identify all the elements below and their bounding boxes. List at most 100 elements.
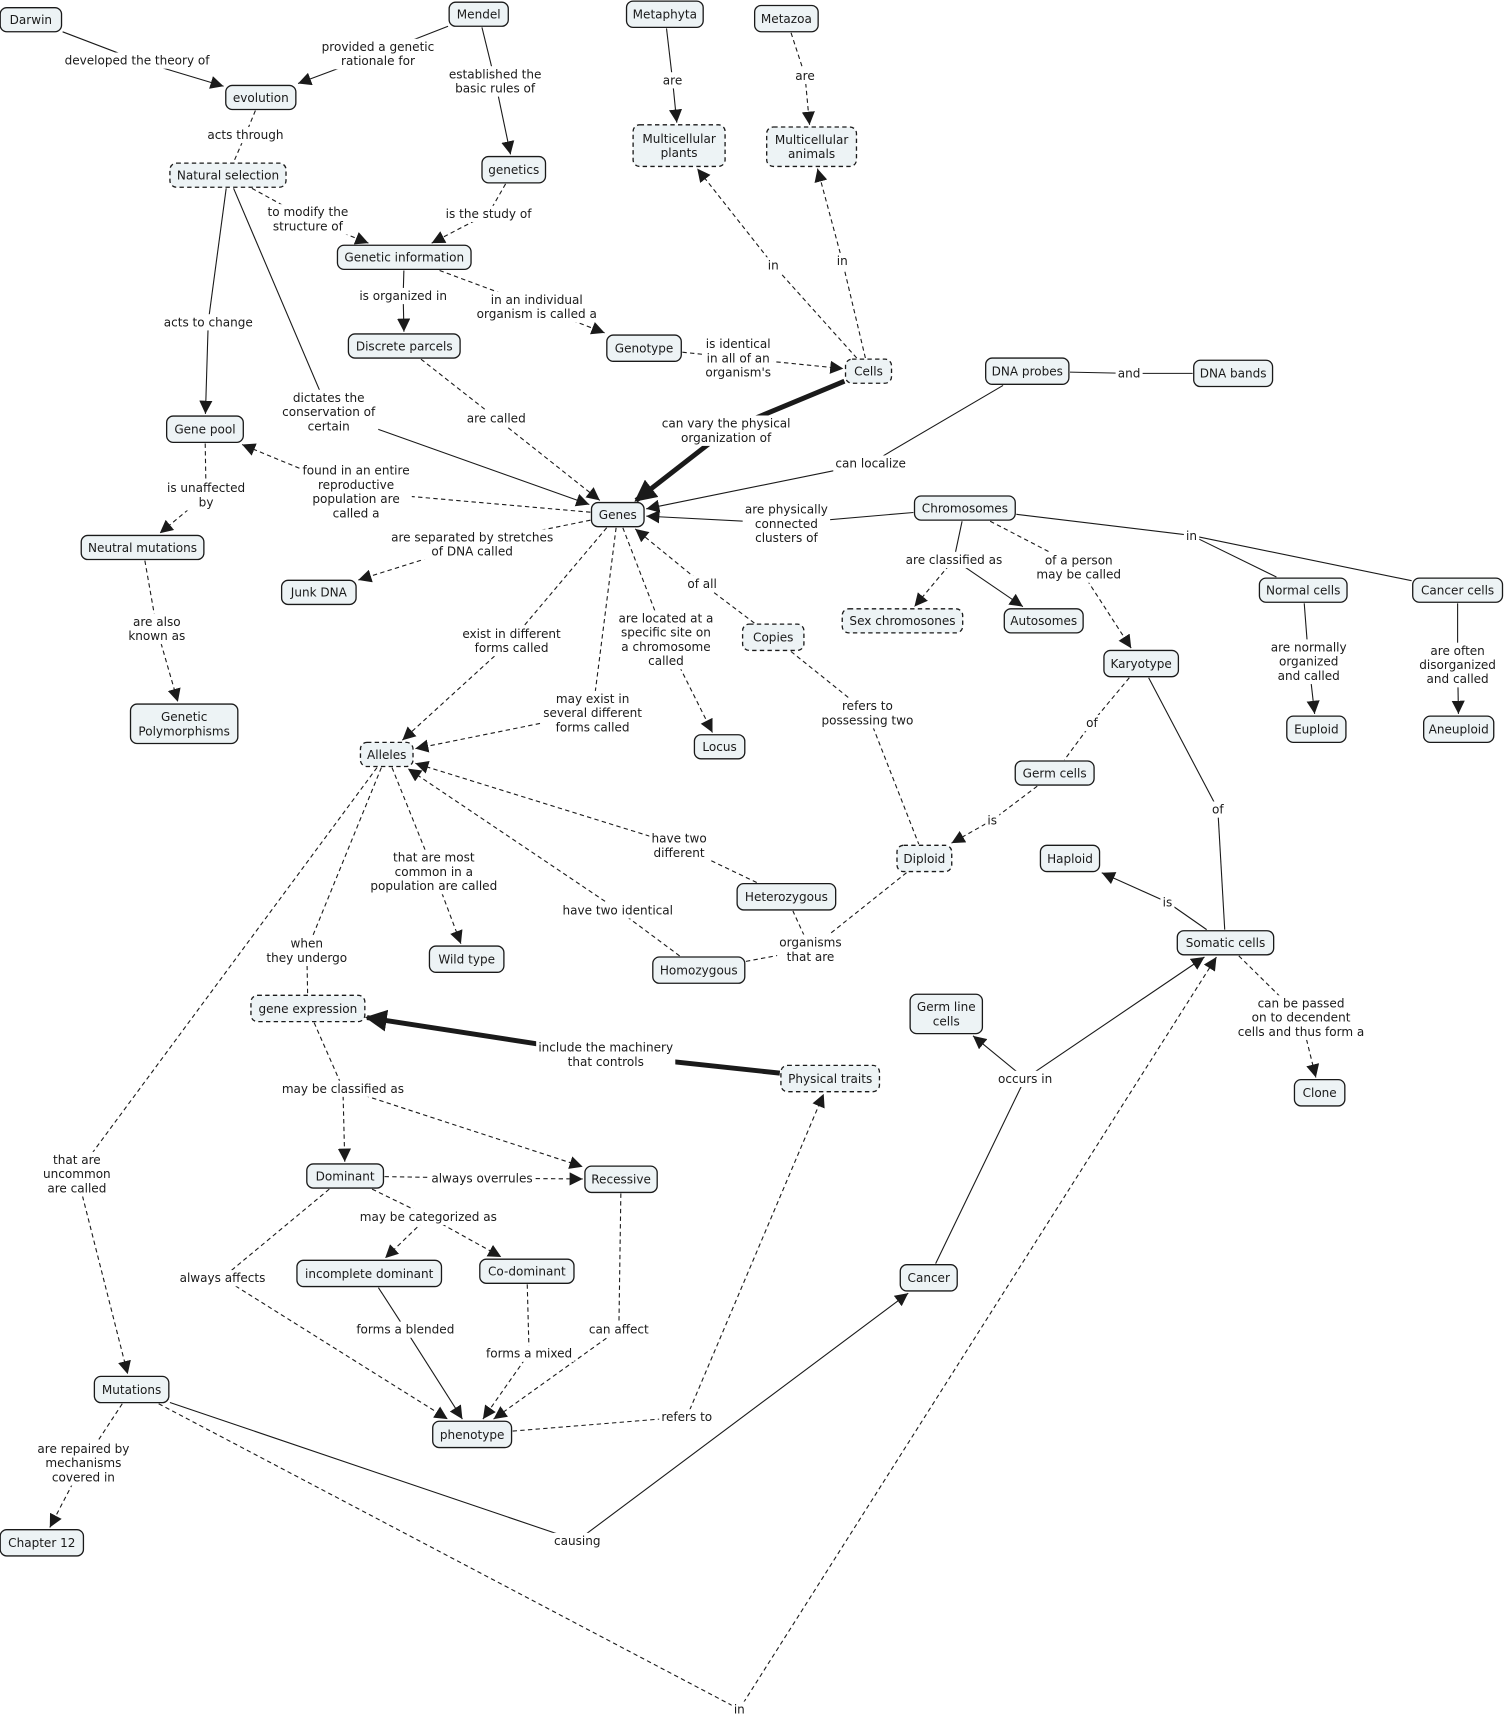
concept-bands[interactable]: DNA bands <box>1193 359 1274 388</box>
concept-metaphyta[interactable]: Metaphyta <box>625 0 704 29</box>
concept-neutral[interactable]: Neutral mutations <box>80 534 205 561</box>
concept-parcels[interactable]: Discrete parcels <box>347 333 461 359</box>
concept-geninfo[interactable]: Genetic information <box>336 244 472 271</box>
concept-label: Neutral mutations <box>88 541 197 555</box>
concept-cells[interactable]: Cells <box>844 358 893 384</box>
link-label-line: can vary the physical <box>662 417 791 431</box>
concept-label-line: Sex chromosones <box>849 614 955 628</box>
link-line <box>207 188 227 322</box>
concept-karyotype[interactable]: Karyotype <box>1103 649 1180 678</box>
link-label-line: found in an entire <box>303 464 410 478</box>
concept-junk[interactable]: Junk DNA <box>280 579 357 606</box>
concept-darwin[interactable]: Darwin <box>0 7 63 33</box>
concept-hetero[interactable]: Heterozygous <box>736 882 837 911</box>
concept-label: incomplete dominant <box>305 1267 434 1281</box>
concept-germcells[interactable]: Germ cells <box>1014 760 1095 786</box>
concept-label-line: Metaphyta <box>633 8 697 22</box>
concept-box <box>625 0 704 29</box>
concept-geneexp[interactable]: gene expression <box>250 994 366 1023</box>
concept-clone[interactable]: Clone <box>1293 1078 1346 1107</box>
concept-label-line: Metazoa <box>761 12 812 26</box>
link-label-background <box>279 389 379 435</box>
concept-box <box>347 333 461 359</box>
concept-label: DNA probes <box>992 365 1063 379</box>
concept-genetics[interactable]: genetics <box>481 155 547 184</box>
concept-natsel[interactable]: Natural selection <box>169 162 287 188</box>
concept-label: genetics <box>488 163 539 177</box>
concept-box <box>169 162 287 188</box>
concept-somatic[interactable]: Somatic cells <box>1176 930 1275 956</box>
link-line <box>76 767 378 1175</box>
concept-copies[interactable]: Copies <box>741 623 805 652</box>
link-label-line: are separated by stretches <box>391 530 553 544</box>
concept-homo[interactable]: Homozygous <box>652 956 746 984</box>
concept-traits[interactable]: Physical traits <box>780 1064 881 1093</box>
concept-normal[interactable]: Normal cells <box>1258 577 1348 603</box>
link-label-background <box>483 1345 575 1362</box>
concept-metazoa[interactable]: Metazoa <box>753 4 819 33</box>
concept-recessive[interactable]: Recessive <box>584 1165 658 1194</box>
concept-autosomes[interactable]: Autosomes <box>1003 608 1084 634</box>
concept-cancercells[interactable]: Cancer cells <box>1412 577 1504 603</box>
concept-dominant[interactable]: Dominant <box>306 1163 385 1189</box>
concept-diploid[interactable]: Diploid <box>896 844 953 873</box>
link-label-line: are also <box>133 615 181 629</box>
concept-label: Natural selection <box>177 169 279 183</box>
concept-label: Copies <box>753 631 793 645</box>
concept-locus[interactable]: Locus <box>693 734 746 760</box>
concept-aneuploid[interactable]: Aneuploid <box>1423 715 1495 744</box>
concept-probes[interactable]: DNA probes <box>985 357 1070 385</box>
concept-haploid[interactable]: Haploid <box>1039 844 1101 873</box>
link-label-text: may be classified as <box>282 1082 404 1096</box>
concept-label: Cancer cells <box>1421 584 1494 598</box>
link-label-background <box>742 501 831 547</box>
link-label-line: forms a blended <box>356 1323 454 1337</box>
concept-wildtype[interactable]: Wild type <box>428 945 505 973</box>
link-label-line: always affects <box>180 1271 266 1285</box>
concept-genotype[interactable]: Genotype <box>606 334 682 362</box>
concept-label-line: Euploid <box>1294 723 1339 737</box>
link-label-background <box>1115 365 1143 382</box>
concept-incomplete[interactable]: incomplete dominant <box>296 1259 443 1288</box>
link-label: of all <box>685 575 720 593</box>
concept-box <box>1176 930 1275 956</box>
concept-genepool[interactable]: Gene pool <box>165 415 244 444</box>
link-label-text: refers to <box>661 1410 712 1424</box>
concept-box <box>652 956 746 984</box>
link-label-background <box>793 67 817 85</box>
concept-codominant[interactable]: Co-dominant <box>479 1258 575 1284</box>
concept-mutations[interactable]: Mutations <box>93 1375 170 1404</box>
concept-phenotype[interactable]: phenotype <box>432 1420 513 1449</box>
concept-euploid[interactable]: Euploid <box>1286 715 1347 744</box>
link-line-to-somatic <box>1024 956 1205 1079</box>
link-label-line: in <box>768 258 779 272</box>
link-label-line: exist in different <box>462 627 561 641</box>
concept-cancer[interactable]: Cancer <box>899 1264 958 1292</box>
link-label-line: are called <box>47 1181 106 1195</box>
concept-evolution[interactable]: evolution <box>225 84 297 111</box>
concept-box <box>225 84 297 111</box>
concept-label: Euploid <box>1294 723 1339 737</box>
concept-chromosomes[interactable]: Chromosomes <box>913 495 1016 521</box>
concept-label-line: Junk DNA <box>290 586 348 600</box>
link-label-text: always affects <box>180 1271 266 1285</box>
concept-mendel[interactable]: Mendel <box>448 1 509 27</box>
concept-box <box>428 945 505 973</box>
concept-genes[interactable]: Genes <box>590 501 645 528</box>
concept-alleles[interactable]: Alleles <box>359 741 414 768</box>
concept-nodes: Darwin Mendel Metaphyta Metazoa evolutionMul… <box>0 0 1504 1557</box>
concept-chapter12[interactable]: Chapter 12 <box>0 1529 85 1557</box>
concept-sexchr[interactable]: Sex chromosones <box>841 608 964 634</box>
concept-label: Autosomes <box>1010 614 1077 628</box>
